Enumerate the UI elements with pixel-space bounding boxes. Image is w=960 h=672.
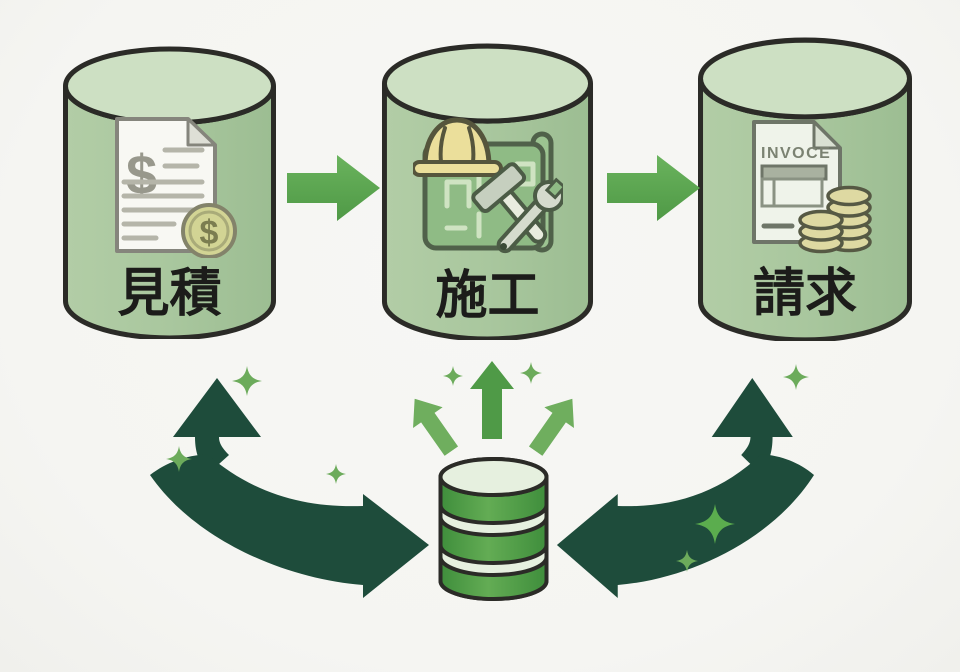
sparkle-icon xyxy=(166,446,192,472)
invoice-coins-icon: INVOCE xyxy=(752,120,872,254)
invoice-table-header xyxy=(760,164,828,181)
wrench-icon xyxy=(496,177,563,254)
flow-arrow-construction-to-billing xyxy=(607,155,700,221)
sparkle-icon xyxy=(232,366,262,396)
invoice-table-body xyxy=(760,177,824,208)
sync-arrow-left xyxy=(150,378,429,598)
up-arrow-right xyxy=(528,398,574,456)
cylinder-label-billing: 請求 xyxy=(752,265,857,323)
sparkle-icon xyxy=(520,362,542,384)
sparkle-icon xyxy=(695,504,735,544)
cylinder-label-construction: 施工 xyxy=(435,267,540,325)
cylinder-label-estimate: 見積 xyxy=(117,265,222,323)
sparkle-icon xyxy=(676,550,698,572)
estimate-cylinder: $ $ 見積 xyxy=(62,45,277,339)
sparkle-icon xyxy=(326,464,346,484)
construction-cylinder: 施工 xyxy=(381,42,594,340)
estimate-document-icon: $ $ xyxy=(115,117,237,258)
central-database-icon xyxy=(438,457,549,601)
coin-stack-icon xyxy=(798,185,872,254)
flow-arrow-estimate-to-construction xyxy=(287,155,380,221)
sync-arrow-right xyxy=(556,378,815,598)
billing-cylinder: INVOCE 請求 xyxy=(697,36,913,341)
hard-hat-icon xyxy=(413,117,503,177)
blueprint-hardhat-tools-icon xyxy=(413,117,563,254)
sparkle-icon xyxy=(443,366,463,386)
up-arrow-left xyxy=(413,398,459,456)
sparkle-icon xyxy=(783,364,809,390)
invoice-title-text: INVOCE xyxy=(761,145,831,162)
up-arrow-center xyxy=(470,361,514,439)
coin-dollar-glyph: $ xyxy=(200,214,219,252)
